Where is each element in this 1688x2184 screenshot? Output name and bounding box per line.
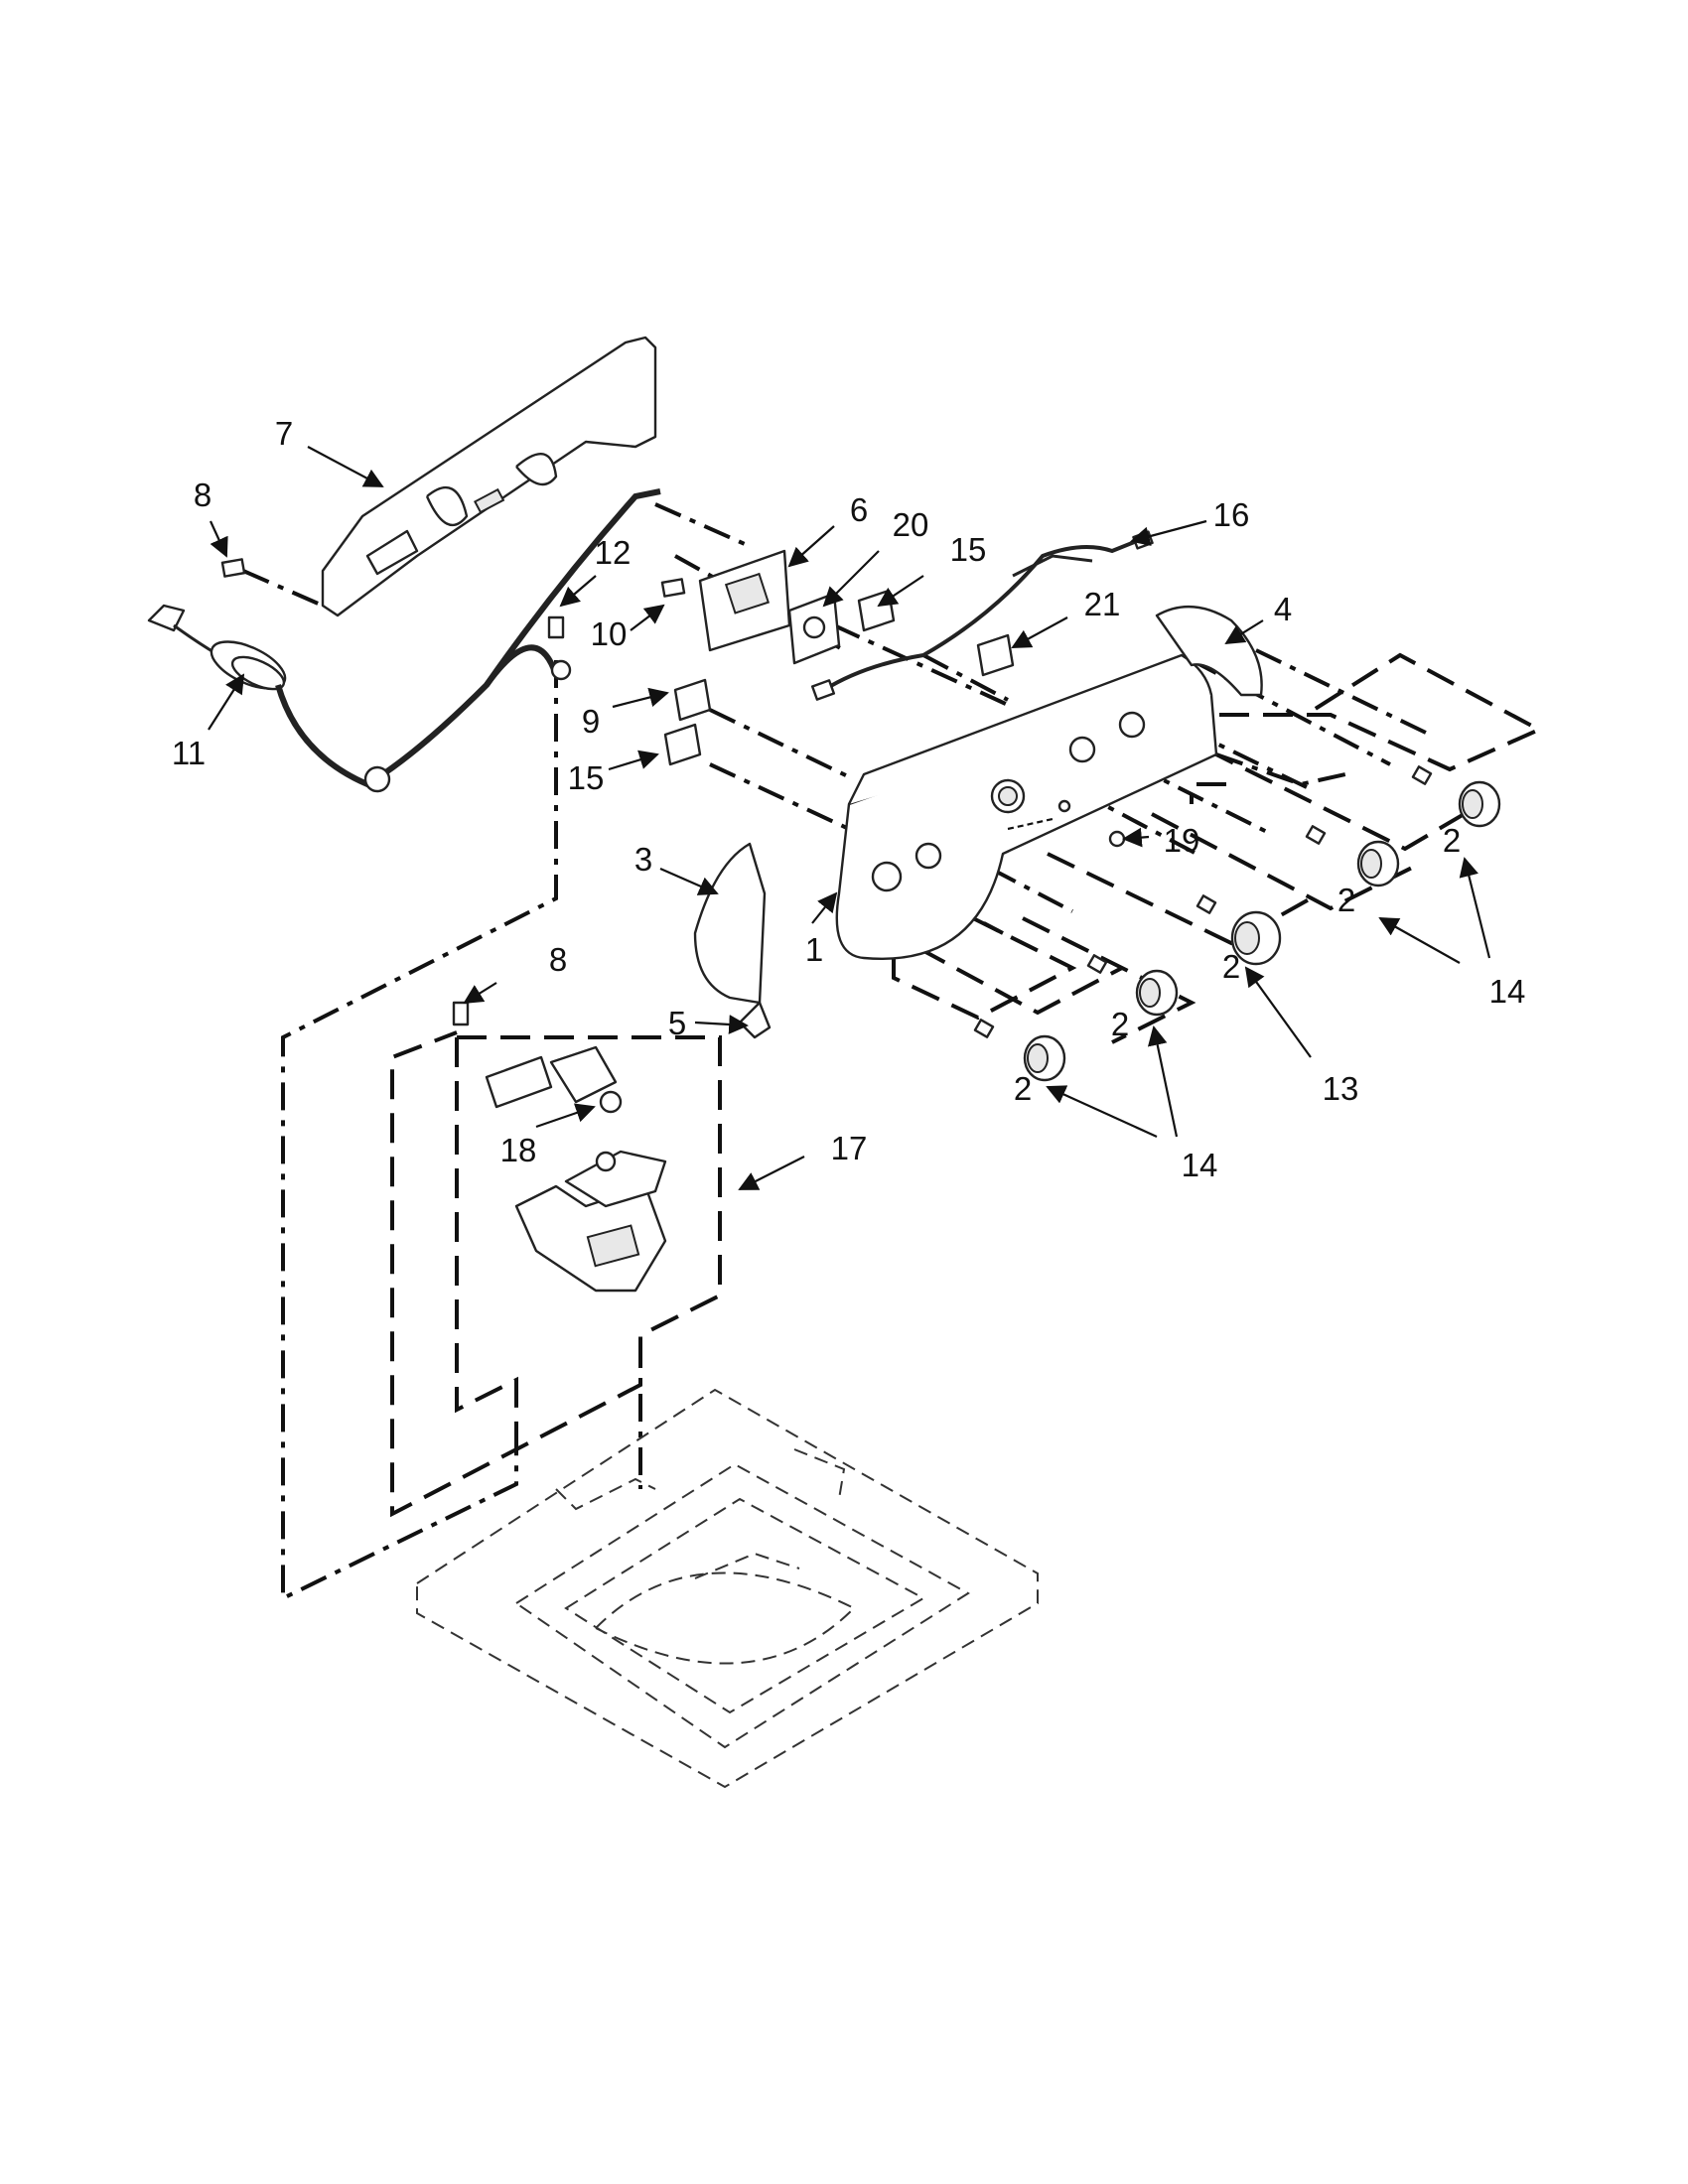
callout-15: 15 bbox=[568, 759, 605, 796]
callout-3: 3 bbox=[634, 841, 652, 878]
callout-2: 2 bbox=[1014, 1070, 1032, 1107]
callout-2: 2 bbox=[1443, 822, 1461, 859]
callout-5: 5 bbox=[668, 1005, 686, 1041]
callout-7: 7 bbox=[275, 415, 293, 452]
callout-2: 2 bbox=[1222, 948, 1240, 985]
callout-20: 20 bbox=[893, 506, 929, 543]
callout-2: 2 bbox=[1337, 882, 1355, 918]
callout-2: 2 bbox=[1111, 1006, 1129, 1042]
callout-16: 16 bbox=[1213, 496, 1250, 533]
callout-15: 15 bbox=[950, 531, 987, 568]
callout-8: 8 bbox=[549, 941, 567, 978]
callout-1: 1 bbox=[805, 931, 823, 968]
screws bbox=[220, 558, 1126, 1026]
assembly-lines bbox=[242, 502, 1544, 1602]
knobs bbox=[973, 765, 1501, 1082]
callout-10: 10 bbox=[591, 615, 628, 652]
leader-arrows bbox=[208, 446, 1491, 1190]
callout-12: 12 bbox=[595, 534, 632, 571]
callout-17: 17 bbox=[831, 1130, 868, 1166]
callout-4: 4 bbox=[1274, 591, 1292, 627]
callout-6: 6 bbox=[850, 491, 868, 528]
console-panel bbox=[835, 653, 1218, 960]
callout-18: 18 bbox=[500, 1132, 537, 1168]
callout-8: 8 bbox=[194, 477, 211, 513]
control-board bbox=[698, 549, 841, 665]
power-cord bbox=[147, 488, 661, 793]
dispenser-assembly bbox=[485, 1045, 667, 1293]
callout-14: 14 bbox=[1182, 1147, 1218, 1183]
callout-21: 21 bbox=[1084, 586, 1121, 622]
callout-9: 9 bbox=[582, 703, 600, 740]
washer-top-ghost bbox=[416, 1388, 1039, 1789]
callout-labels: 7 8 12 10 11 6 20 15 16 21 4 9 15 3 1 19… bbox=[172, 415, 1525, 1183]
callout-13: 13 bbox=[1323, 1070, 1359, 1107]
rear-console-cover bbox=[321, 336, 657, 617]
callout-11: 11 bbox=[172, 735, 206, 771]
callout-14: 14 bbox=[1489, 973, 1526, 1010]
callout-19: 19 bbox=[1164, 822, 1200, 859]
